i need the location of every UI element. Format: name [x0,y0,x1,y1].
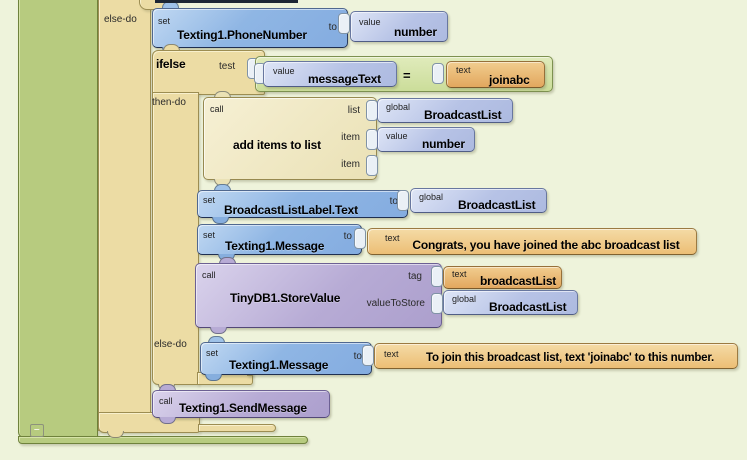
to-label: to [328,22,337,33]
then-do-label: then-do [152,97,186,108]
arg-socket [431,293,443,314]
set-keyword: set [158,16,171,26]
block-global-broadcastlist[interactable]: global BroadcastList [377,98,513,123]
param-item-label: item [341,132,360,143]
connector-tab [214,184,231,191]
connector-tab [208,336,225,343]
value-socket [354,228,366,249]
block-set-texting1-phonenumber[interactable]: set Texting1.PhoneNumber to [152,8,348,48]
event-handler-bottom-arm [18,436,308,444]
block-set-texting1-message[interactable]: set Texting1.Message to [200,342,372,375]
block-title: joinabc [489,73,530,87]
block-cutoff-above[interactable] [155,0,298,3]
equals-operator: = [403,68,411,83]
block-text-joinabc[interactable]: text joinabc [446,61,545,88]
block-title: BroadcastList [424,108,502,122]
set-keyword: set [203,230,216,240]
collapse-glyph: – [34,424,40,435]
arg-socket-empty [366,155,378,176]
connector-tab [214,91,231,98]
param-item-label: item [341,159,360,170]
block-title: add items to list [233,138,321,152]
connector-tab [212,217,229,224]
block-call-tinydb1-storevalue[interactable]: call TinyDB1.StoreValue tag valueToStore [195,263,442,328]
text-keyword: text [384,349,399,359]
value-socket [362,345,374,366]
param-valuetostore-label: valueToStore [366,298,425,309]
block-title: BroadcastListLabel.Text [224,203,358,217]
call-keyword: call [159,396,173,406]
test-label: test [219,61,236,72]
block-global-broadcastlist[interactable]: global BroadcastList [410,188,547,213]
block-set-texting1-message[interactable]: set Texting1.Message to [197,224,362,255]
value-socket [397,190,409,211]
call-keyword: call [210,104,224,114]
text-keyword: text [452,269,467,279]
to-label: to [353,351,362,362]
block-global-broadcastlist[interactable]: global BroadcastList [443,290,578,315]
set-keyword: set [206,348,219,358]
collapse-block-button[interactable]: – [30,424,44,437]
arg-socket [431,266,443,287]
outer-else-do-label: else-do [104,14,137,25]
value-socket [338,13,350,34]
global-keyword: global [419,192,444,202]
block-text-tojoin[interactable]: text To join this broadcast list, text '… [374,343,738,369]
block-title: Texting1.Message [225,239,325,253]
to-label: to [389,196,398,207]
block-title: messageText [308,72,381,86]
block-call-texting1-sendmessage[interactable]: call Texting1.SendMessage [152,390,330,418]
block-call-add-items-to-list[interactable]: call add items to list list item item [203,97,377,180]
text-keyword: text [456,65,471,75]
block-title: Texting1.SendMessage [179,401,307,415]
global-keyword: global [452,294,477,304]
outer-ifelse-bottom-lip [198,424,276,432]
block-title: number [394,25,437,39]
block-title: Congrats, you have joined the abc broadc… [412,238,680,252]
block-title: Texting1.PhoneNumber [177,28,307,42]
block-title: broadcastList [480,274,557,288]
block-text-congrats[interactable]: text Congrats, you have joined the abc b… [367,228,697,255]
else-do-label: else-do [154,339,187,350]
connector-tab [159,384,176,391]
block-title: Texting1.Message [229,358,329,372]
operand-socket [432,63,444,84]
value-keyword: value [359,17,381,27]
block-ifelse-inner[interactable] [152,50,265,95]
block-text-broadcastlist[interactable]: text broadcastList [443,266,562,289]
block-value-number[interactable]: value number [377,127,475,152]
value-keyword: value [273,66,295,76]
connector-tab [163,44,180,51]
block-value-messagetext[interactable]: value messageText [263,61,397,87]
set-keyword: set [203,195,216,205]
param-tag-label: tag [408,271,422,282]
param-list-label: list [347,105,360,116]
block-ifelse-outer-partial[interactable] [98,0,151,431]
block-title: TinyDB1.StoreValue [230,291,341,305]
value-keyword: value [386,131,408,141]
connector-tab [219,257,236,264]
call-keyword: call [202,270,216,280]
to-label: to [343,231,352,242]
block-event-handler-partial[interactable] [18,0,98,438]
ifelse-label: ifelse [156,57,186,71]
block-title: To join this broadcast list, text 'joina… [425,352,715,364]
block-title: number [422,137,465,151]
block-value-number[interactable]: value number [350,11,448,42]
block-set-broadcastlistlabel-text[interactable]: set BroadcastListLabel.Text to [197,190,408,218]
global-keyword: global [386,102,411,112]
block-title: BroadcastList [458,198,536,212]
text-keyword: text [385,233,400,243]
block-title: BroadcastList [489,300,567,314]
connector-tab [210,327,227,334]
